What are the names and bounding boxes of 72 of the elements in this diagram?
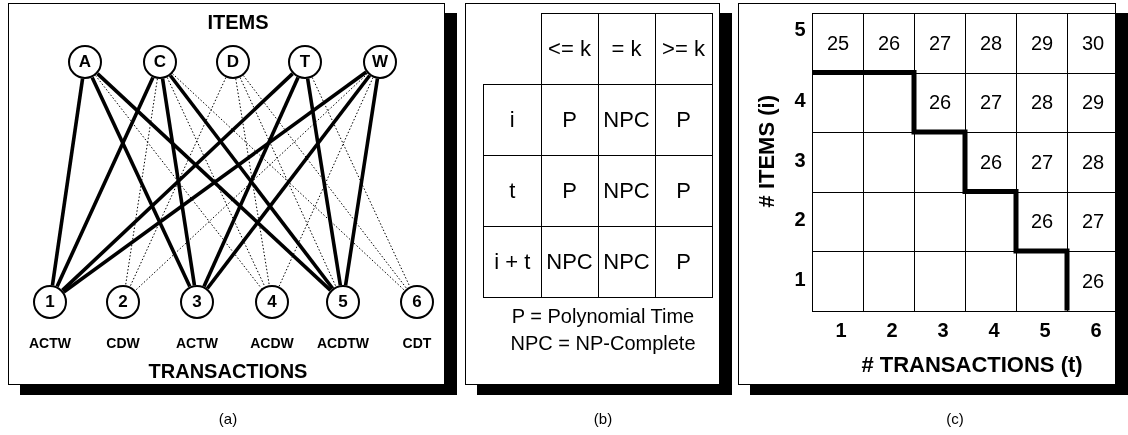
panel-heading: TRANSACTIONS xyxy=(148,360,308,383)
itemset-label: CDT xyxy=(402,335,432,351)
itemset-label: ACDW xyxy=(250,335,294,351)
panel-caption: (b) xyxy=(593,410,613,427)
axis-tick-label: 2 xyxy=(794,208,806,232)
line xyxy=(55,76,155,288)
table-cell: 27 xyxy=(965,73,1017,133)
axis-tick-label: 3 xyxy=(937,318,949,342)
row-header: t xyxy=(483,155,541,226)
dotted-line xyxy=(311,76,411,288)
table-cell: = k xyxy=(598,13,655,84)
panel-caption: (c) xyxy=(946,410,964,427)
table-cell: P xyxy=(655,84,712,155)
dotted-line xyxy=(134,73,369,291)
line xyxy=(160,78,197,286)
table-cell: 29 xyxy=(1016,13,1068,73)
table-cell: P xyxy=(541,155,598,226)
dotted-line xyxy=(129,76,227,288)
dotted-line xyxy=(242,75,408,289)
axis-tick-label: 3 xyxy=(794,148,806,172)
table-cell: P xyxy=(655,226,712,297)
line xyxy=(90,76,192,288)
dotted-line xyxy=(171,73,406,291)
table-cell: P xyxy=(541,84,598,155)
line xyxy=(61,72,294,292)
axis-tick-label: 4 xyxy=(794,89,806,113)
table-cell: 27 xyxy=(914,13,966,73)
line xyxy=(305,78,343,286)
dotted-line xyxy=(235,78,270,286)
table-cell: >= k xyxy=(655,13,712,84)
dotted-line xyxy=(166,76,266,288)
dotted-line xyxy=(125,78,158,286)
row-header: i + t xyxy=(483,226,541,297)
legend-text: NPC = NP-Complete xyxy=(510,332,696,355)
itemset-label: ACTW xyxy=(176,335,218,351)
table-cell: <= k xyxy=(541,13,598,84)
panel-heading: ITEMS xyxy=(207,11,269,34)
axis-tick-label: 5 xyxy=(1039,318,1051,342)
line xyxy=(62,70,368,294)
itemset-label: ACDTW xyxy=(316,335,370,351)
table-cell: 27 xyxy=(1016,132,1068,192)
table-cell: NPC xyxy=(598,155,655,226)
axis-tick-label: 1 xyxy=(794,267,806,291)
table-cell: NPC xyxy=(541,226,598,297)
dotted-line xyxy=(94,74,263,290)
table-cell: 25 xyxy=(812,13,864,73)
table-cell: 28 xyxy=(1016,73,1068,133)
line xyxy=(96,72,332,292)
line xyxy=(343,78,380,286)
row-header: i xyxy=(483,84,541,155)
axis-title: # ITEMS (i) xyxy=(754,95,780,208)
axis-tick-label: 5 xyxy=(794,17,806,41)
axis-tick-label: 1 xyxy=(835,318,847,342)
line xyxy=(202,76,300,288)
table-cell: NPC xyxy=(598,226,655,297)
line xyxy=(50,78,85,286)
axis-tick-label: 2 xyxy=(886,318,898,342)
itemset-label: ACTW xyxy=(29,335,71,351)
axis-tick-label: 6 xyxy=(1090,318,1102,342)
table-cell: P xyxy=(655,155,712,226)
dotted-line xyxy=(278,77,374,287)
panel-caption: (a) xyxy=(218,410,238,427)
line xyxy=(205,74,372,290)
table-cell: 28 xyxy=(965,13,1017,73)
table-cell: 26 xyxy=(863,13,915,73)
line xyxy=(168,74,335,290)
itemset-label: CDW xyxy=(106,335,140,351)
legend-text: P = Polynomial Time xyxy=(511,305,695,328)
table-cell: NPC xyxy=(598,84,655,155)
axis-title: # TRANSACTIONS (t) xyxy=(861,352,1083,378)
dotted-line xyxy=(239,76,337,288)
axis-tick-label: 4 xyxy=(988,318,1000,342)
